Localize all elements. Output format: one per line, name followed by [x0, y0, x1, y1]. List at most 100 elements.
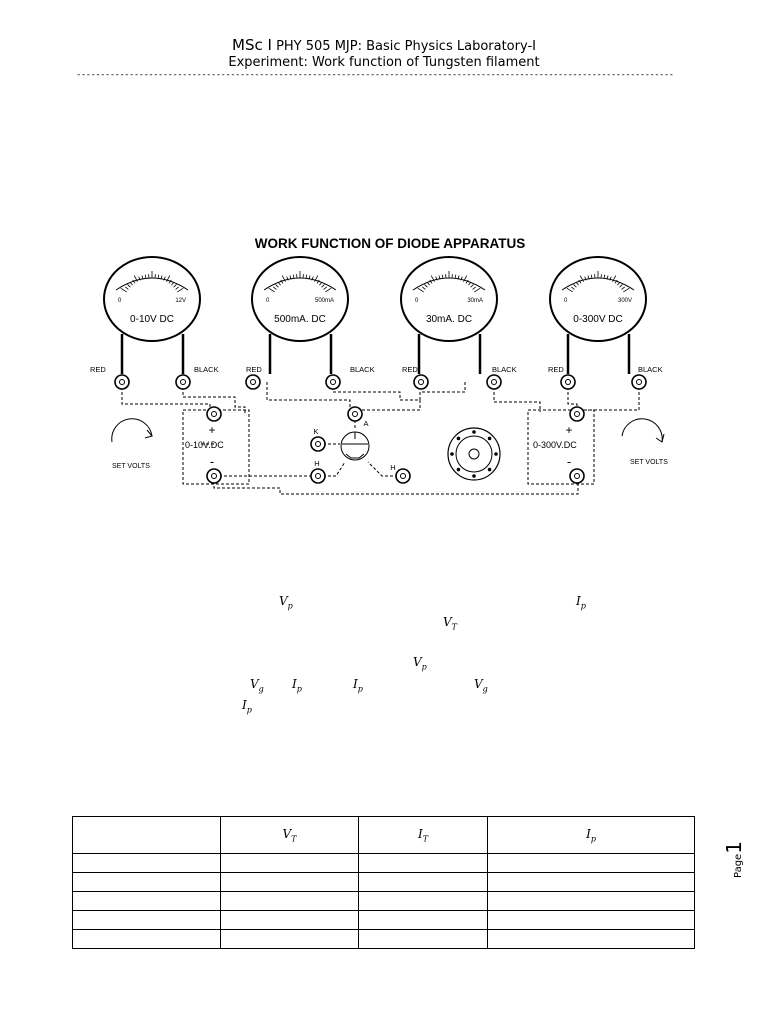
selector-knob — [450, 430, 498, 478]
table-cell — [220, 910, 359, 930]
diode-tube — [340, 431, 370, 461]
meter-range-label: 500mA. DC — [274, 314, 326, 325]
terminal-3 — [245, 374, 261, 390]
terminal-9 — [206, 406, 222, 422]
meter-min-label: 0 — [118, 298, 122, 304]
terminal-1 — [114, 374, 130, 390]
label-tube-h1: H — [314, 459, 319, 468]
symbol-vg-1: Vg — [250, 677, 264, 694]
label-supply-right: 0-300V.DC — [533, 440, 577, 450]
meter-min-label: 0 — [564, 298, 568, 304]
experiment-title: Experiment: Work function of Tungsten fi… — [228, 55, 540, 70]
terminal-8 — [631, 374, 647, 390]
table-cell — [72, 872, 221, 892]
label-plus-left: + — [208, 423, 215, 437]
table-cell — [72, 891, 221, 911]
label-tube-a: A — [363, 419, 368, 428]
label-set-volts-right: SET VOLTS — [630, 459, 668, 466]
header-cell-it: IT — [358, 816, 488, 854]
terminal-2 — [175, 374, 191, 390]
meter-max-label: 300V — [618, 298, 632, 304]
table-cell — [487, 872, 695, 892]
diagram-labels: RED BLACK RED BLACK RED BLACK RED BLACK +0-10V.D… — [90, 365, 668, 472]
meter-range-label: 30mA. DC — [426, 314, 472, 325]
table-cell — [487, 910, 695, 930]
table-cell — [72, 929, 221, 949]
table-cell — [358, 853, 488, 873]
terminal-7 — [560, 374, 576, 390]
label-black-3: BLACK — [492, 365, 517, 374]
table-cell — [220, 853, 359, 873]
label-black-4: BLACK — [638, 365, 663, 374]
table-row — [72, 891, 695, 911]
table-row — [72, 872, 695, 892]
label-supply-left: 0-10V.DC — [185, 440, 224, 450]
table-cell — [358, 929, 488, 949]
course-level: MSc I — [232, 36, 272, 54]
symbol-ip-4: Ip — [242, 698, 252, 715]
table-cell — [358, 891, 488, 911]
meter-max-label: 12V — [175, 298, 186, 304]
table-row — [72, 929, 695, 949]
table-header-row: VT IT Ip — [72, 816, 695, 854]
table-cell — [487, 891, 695, 911]
table-row — [72, 910, 695, 930]
meter-range-label: 0-10V DC — [130, 314, 174, 325]
observation-table: VT IT Ip — [72, 816, 695, 949]
symbol-ip-3: Ip — [353, 677, 363, 694]
course-name: PHY 505 MJP: Basic Physics Laboratory-I — [276, 39, 536, 54]
label-red-2: RED — [246, 365, 262, 374]
terminal-10 — [206, 468, 222, 484]
table-cell — [487, 929, 695, 949]
table-cell — [358, 910, 488, 930]
terminal-5 — [413, 374, 429, 390]
label-black-2: BLACK — [350, 365, 375, 374]
terminal-12 — [310, 468, 326, 484]
meter-2: 0 500mA 500mA. DC — [251, 256, 349, 374]
symbol-vp-2: Vp — [413, 655, 427, 672]
separator-rule: ----------------------------------------… — [76, 70, 674, 80]
label-red-1: RED — [90, 365, 106, 374]
meter-max-label: 500mA — [315, 298, 334, 304]
table-cell — [220, 872, 359, 892]
terminal-15 — [569, 406, 585, 422]
meter-range-label: 0-300V DC — [573, 314, 622, 325]
label-red-3: RED — [402, 365, 418, 374]
meter-4: 0 300V 0-300V DC — [549, 256, 647, 374]
meter-min-label: 0 — [415, 298, 419, 304]
symbol-vt-1: VT — [443, 615, 458, 632]
meters: 0 12V 0-10V DC 0 500mA 500mA. DC 0 30mA 30mA. DC… — [103, 256, 647, 374]
label-minus-left: - — [210, 454, 214, 469]
table-cell — [72, 853, 221, 873]
label-minus-right: - — [567, 454, 571, 469]
symbol-ip-1: Ip — [576, 594, 586, 611]
label-black-1: BLACK — [194, 365, 219, 374]
label-plus-right: + — [565, 423, 572, 437]
terminal-16 — [569, 468, 585, 484]
terminal-4 — [325, 374, 341, 390]
course-title: MSc I PHY 505 MJP: Basic Physics Laborat… — [0, 36, 768, 54]
label-set-volts-left: SET VOLTS — [112, 463, 150, 470]
header-cell-blank — [72, 816, 221, 854]
header-cell-vt: VT — [220, 816, 359, 854]
symbol-vg-2: Vg — [474, 677, 488, 694]
label-tube-h2: H — [390, 463, 395, 472]
table-cell — [358, 872, 488, 892]
table-row — [72, 853, 695, 873]
terminal-11 — [310, 436, 326, 452]
meter-max-label: 30mA — [467, 298, 483, 304]
label-red-4: RED — [548, 365, 564, 374]
terminal-14 — [395, 468, 411, 484]
meter-min-label: 0 — [266, 298, 270, 304]
page-number: Page1 — [722, 841, 746, 878]
meter-3: 0 30mA 30mA. DC — [400, 256, 498, 374]
table-cell — [487, 853, 695, 873]
wiring — [111, 382, 665, 495]
symbol-ip-2: Ip — [292, 677, 302, 694]
terminals — [114, 374, 647, 484]
table-cell — [220, 891, 359, 911]
meter-1: 0 12V 0-10V DC — [103, 256, 201, 374]
header-cell-ip: Ip — [487, 816, 695, 854]
terminal-13 — [347, 406, 363, 422]
